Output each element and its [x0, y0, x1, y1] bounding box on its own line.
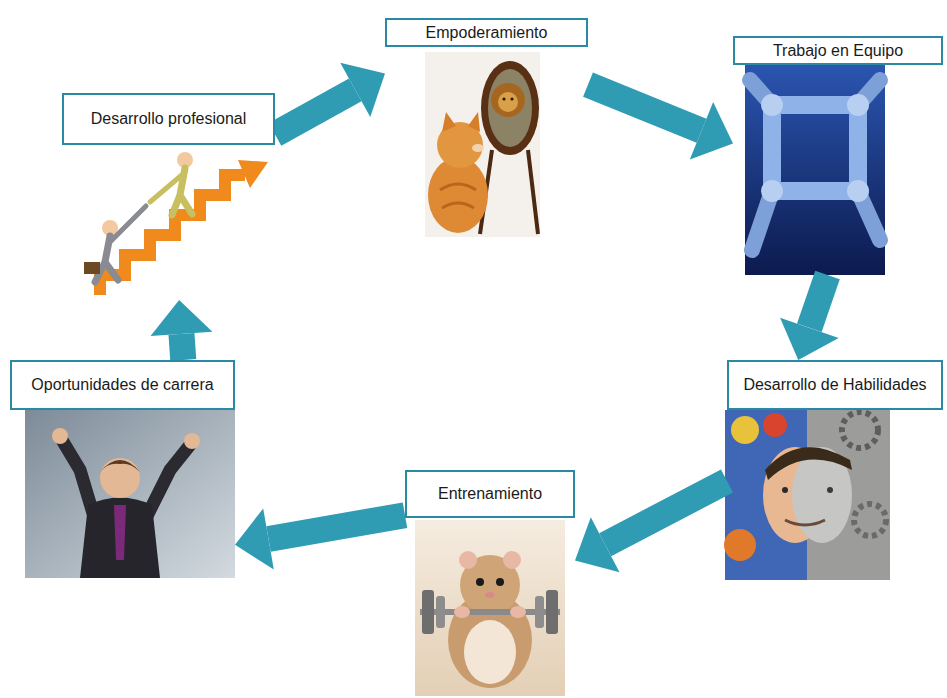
career-stairs-picture	[84, 152, 268, 295]
cat-mirror-picture-part	[510, 97, 513, 100]
hamster-picture-part	[485, 592, 495, 598]
cat-mirror-picture-part	[440, 184, 476, 190]
teamwork-hands-picture	[745, 65, 885, 275]
label-box: Desarrollo de Habilidades	[727, 360, 943, 410]
skills-face-picture-part	[782, 487, 788, 493]
arrow-shaft	[268, 515, 405, 539]
skills-face-picture-part	[731, 416, 759, 444]
arrow-head	[690, 102, 733, 159]
businessman-picture-part	[100, 458, 140, 498]
teamwork-hands-picture-part	[761, 94, 783, 116]
cat-mirror-picture-part	[442, 203, 474, 208]
teamwork-hands-picture-part	[745, 65, 885, 275]
arrow-shaft	[181, 334, 183, 360]
block-arrow	[235, 508, 405, 569]
skills-face-picture-part	[724, 529, 756, 561]
businessman-picture-part	[184, 433, 200, 449]
businessman-picture-part	[100, 460, 140, 472]
hamster-picture-part	[476, 578, 484, 586]
label-box: Oportunidades de carrera	[10, 360, 235, 410]
teamwork-hands-picture-part	[761, 180, 783, 202]
picture-card: Empoderamiento	[385, 18, 588, 240]
hamster-picture-part	[464, 620, 516, 684]
skills-face-picture-part	[854, 504, 886, 536]
cat-mirror-picture	[425, 52, 540, 237]
node-label: Desarrollo de Habilidades	[743, 375, 926, 394]
skills-face-picture-part	[763, 413, 787, 437]
block-arrow	[575, 481, 727, 572]
hamster-picture-part	[535, 596, 544, 628]
arrow-head	[780, 318, 839, 360]
node-label: Empoderamiento	[426, 23, 548, 42]
node-label: Entrenamiento	[438, 484, 542, 503]
hamster-picture-part	[422, 590, 434, 634]
block-arrow	[588, 85, 733, 160]
career-stairs-picture-part	[84, 262, 100, 274]
businessman-picture-part	[25, 410, 235, 578]
hamster-picture-part	[436, 596, 445, 628]
businessman-picture-part	[52, 428, 68, 444]
label-box: Entrenamiento	[405, 470, 575, 518]
label-box: Empoderamiento	[385, 18, 588, 47]
cat-mirror-picture-part	[481, 61, 539, 155]
hamster-picture	[415, 520, 565, 696]
node-label: Trabajo en Equipo	[773, 41, 903, 60]
businessman-picture	[25, 410, 235, 578]
cat-mirror-picture-part	[488, 69, 532, 147]
cat-mirror-picture-part	[491, 83, 525, 117]
cat-mirror-picture-part	[468, 112, 480, 132]
skills-face-picture	[724, 410, 890, 580]
block-arrow	[151, 300, 213, 360]
arrow-head	[575, 517, 619, 572]
teamwork-hands-picture-part	[772, 105, 858, 191]
career-stairs-picture-part	[150, 174, 183, 202]
picture-card: Oportunidades de carrera	[10, 360, 235, 580]
skills-face-picture-part	[827, 487, 833, 493]
arrow-head	[151, 300, 213, 336]
picture-card: Desarrollo de Habilidades	[727, 360, 943, 580]
businessman-picture-part	[114, 505, 126, 560]
cat-mirror-picture-part	[472, 144, 484, 152]
hamster-picture-part	[510, 606, 526, 618]
picture-card: Entrenamiento	[405, 470, 575, 696]
arrow-head	[235, 508, 274, 569]
picture-card: Desarrollo profesional	[62, 93, 275, 300]
teamwork-hands-picture-part	[847, 94, 869, 116]
block-arrow	[275, 63, 385, 135]
node-label: Oportunidades de carrera	[31, 375, 213, 394]
cat-mirror-picture-part	[502, 97, 505, 100]
cat-mirror-picture-part	[425, 52, 540, 237]
skills-face-picture-part	[785, 520, 825, 525]
skills-face-picture-part	[842, 412, 878, 448]
arrow-shaft	[809, 275, 827, 328]
arrow-shaft	[605, 481, 727, 545]
label-box: Desarrollo profesional	[62, 93, 275, 145]
hamster-picture-part	[454, 606, 470, 618]
cat-mirror-picture-part	[498, 92, 518, 112]
career-stairs-picture-part	[95, 236, 118, 282]
career-stairs-picture-part	[100, 175, 245, 295]
label-box: Trabajo en Equipo	[733, 36, 943, 65]
arrow-shaft	[588, 85, 702, 131]
arrow-shaft	[275, 90, 355, 134]
career-stairs-picture-part	[238, 160, 268, 188]
career-stairs-picture-part	[110, 206, 146, 242]
hamster-picture-part	[415, 520, 565, 696]
hamster-picture-part	[459, 551, 477, 569]
arrow-head	[340, 63, 385, 117]
block-arrow	[780, 275, 839, 360]
cat-mirror-picture-part	[442, 112, 456, 132]
cat-mirror-picture-part	[528, 150, 538, 234]
cat-mirror-picture-part	[428, 157, 488, 233]
businessman-picture-part	[80, 498, 160, 579]
teamwork-hands-picture-part	[847, 180, 869, 202]
skills-face-picture-part	[765, 447, 852, 480]
node-label: Desarrollo profesional	[91, 109, 247, 128]
hamster-picture-part	[496, 578, 504, 586]
hamster-picture-part	[503, 551, 521, 569]
picture-card: Trabajo en Equipo	[733, 36, 943, 275]
hamster-picture-part	[546, 590, 558, 634]
